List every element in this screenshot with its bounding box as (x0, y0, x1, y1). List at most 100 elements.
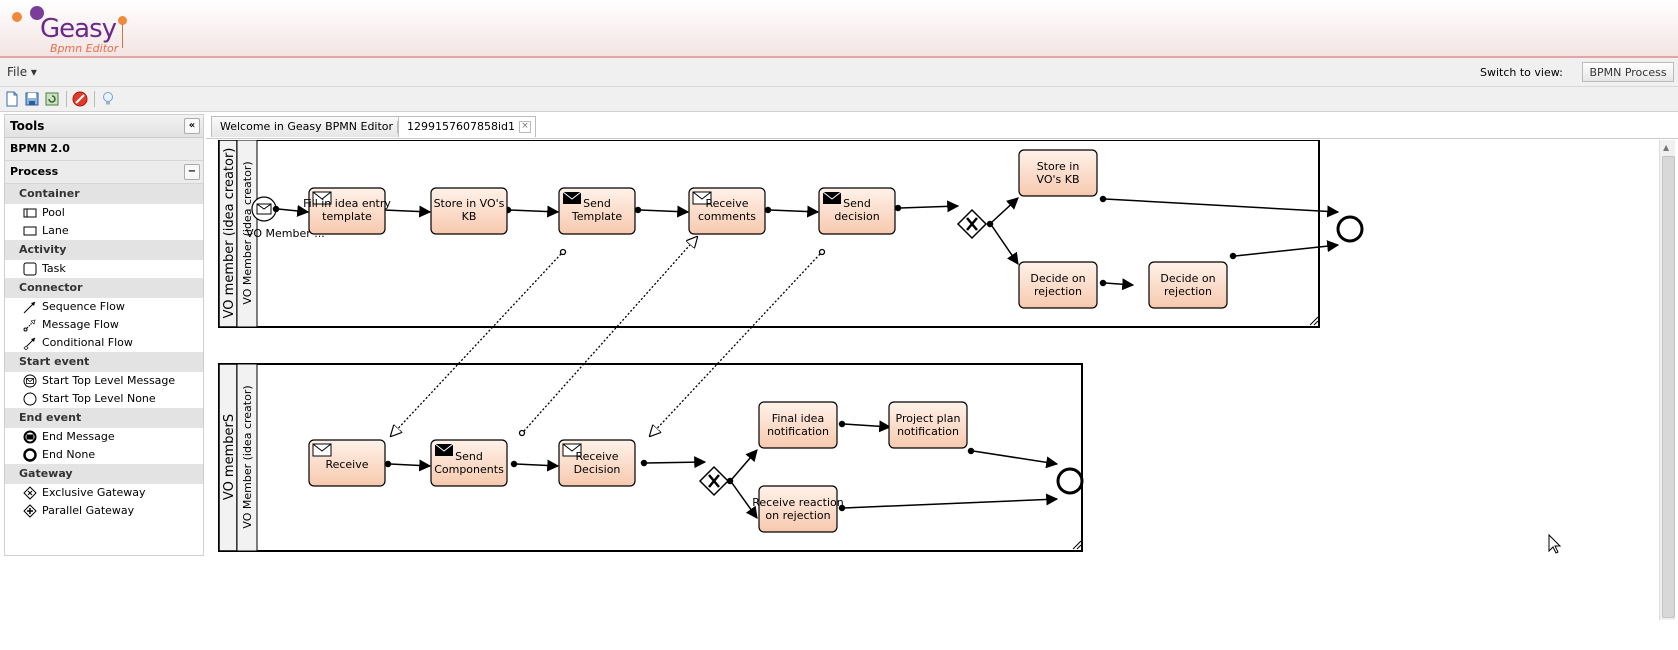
task[interactable]: Send decision (818, 187, 896, 235)
new-file-icon[interactable] (4, 91, 20, 107)
end-none-event[interactable] (1056, 467, 1084, 495)
tool-label: Pool (42, 206, 65, 219)
task[interactable]: Store in VO's KB (1018, 149, 1098, 197)
tool-exclusive-gateway[interactable]: Exclusive Gateway (5, 484, 203, 502)
task[interactable]: Receive reaction on rejection (752, 485, 844, 533)
task[interactable]: Receive (308, 439, 386, 487)
idea-icon[interactable] (100, 91, 116, 107)
file-menu[interactable]: File ▾ (7, 65, 37, 79)
task-label: template (322, 210, 372, 223)
logo-ball-icon (12, 12, 22, 22)
task-label: Final idea (772, 412, 824, 425)
exclusive-gateway-icon (23, 486, 37, 500)
tool-end-message[interactable]: End Message (5, 428, 203, 446)
task-label: notification (897, 425, 959, 438)
switch-view-button[interactable]: BPMN Process (1582, 62, 1674, 82)
task-label: Decision (574, 463, 621, 476)
tool-label: Task (42, 262, 66, 275)
pool-label: VO member (idea creator) (222, 148, 237, 319)
mouse-cursor-icon (1548, 533, 1562, 554)
task-label: Fill in idea entry (303, 197, 391, 210)
diagram-canvas[interactable]: VO member (idea creator) VO Member (idea… (208, 140, 1658, 650)
logo-stem (122, 24, 123, 48)
task[interactable]: Project plan notification (888, 401, 968, 449)
close-tab-icon[interactable]: × (519, 121, 532, 133)
end-message-icon (23, 430, 37, 444)
task[interactable]: Fill in idea entry template (303, 187, 391, 235)
tools-title: Tools (10, 119, 45, 133)
start-message-event[interactable]: VO Member ... (246, 196, 325, 240)
scroll-up-icon[interactable]: ▲ (1663, 143, 1670, 152)
tool-sequence-flow[interactable]: Sequence Flow (5, 298, 203, 316)
task[interactable]: Send Components (430, 439, 508, 487)
category-container: Container (5, 184, 203, 204)
task-label: Store in VO's (434, 197, 505, 210)
task-label: Receive reaction (752, 496, 843, 509)
tool-message-flow[interactable]: Message Flow (5, 316, 203, 334)
save-icon[interactable] (24, 91, 40, 107)
vertical-scrollbar[interactable]: ▲ (1659, 140, 1675, 620)
task-label: KB (462, 210, 477, 223)
task[interactable]: Decide on rejection (1148, 261, 1228, 309)
tool-task[interactable]: Task (5, 260, 203, 278)
tool-label: End None (42, 448, 96, 461)
scrollbar-thumb[interactable] (1662, 156, 1675, 618)
tool-label: Conditional Flow (42, 336, 133, 349)
tool-label: Start Top Level None (42, 392, 156, 405)
category-activity: Activity (5, 240, 203, 260)
pool-vo-members[interactable]: VO memberS VO Member (idea creator) (218, 363, 1083, 552)
task[interactable]: Store in VO's KB (430, 187, 508, 235)
logo-flower-icon (118, 16, 127, 25)
tool-pool[interactable]: Pool (5, 204, 203, 222)
lane-label: VO Member (idea creator) (241, 385, 254, 528)
task-label: Send (843, 197, 871, 210)
exclusive-gateway[interactable] (698, 465, 730, 497)
task[interactable]: Receive comments (688, 187, 766, 235)
task-label: Project plan (896, 412, 961, 425)
tool-lane[interactable]: Lane (5, 222, 203, 240)
tool-parallel-gateway[interactable]: Parallel Gateway (5, 502, 203, 520)
category-gateway: Gateway (5, 464, 203, 484)
task-label: Decide on (1160, 272, 1215, 285)
tab-welcome[interactable]: Welcome in Geasy BPMN Editor × (211, 116, 415, 137)
task[interactable]: Decide on rejection (1018, 261, 1098, 309)
tab-label: Welcome in Geasy BPMN Editor (220, 120, 394, 133)
end-none-event[interactable] (1336, 215, 1364, 243)
editor-tabbar: Welcome in Geasy BPMN Editor × 129915760… (206, 114, 1678, 139)
geasy-logo: Geasy Bpmn Editor (10, 2, 140, 55)
task[interactable]: Final idea notification (758, 401, 838, 449)
task-label: Receive (575, 450, 618, 463)
refresh-icon[interactable] (44, 91, 60, 107)
app-header: Geasy Bpmn Editor (0, 0, 1678, 58)
bpmn-section[interactable]: BPMN 2.0 (5, 138, 203, 161)
task[interactable]: Receive Decision (558, 439, 636, 487)
logo-ball-icon (30, 6, 44, 20)
tool-start-message[interactable]: Start Top Level Message (5, 372, 203, 390)
tool-end-none[interactable]: End None (5, 446, 203, 464)
category-start-event: Start event (5, 352, 203, 372)
menubar: File ▾ Switch to view: BPMN Process (0, 58, 1678, 87)
bpmn-diagram[interactable]: VO member (idea creator) VO Member (idea… (208, 140, 1658, 650)
process-label: Process (10, 165, 59, 178)
task-label: Receive (705, 197, 748, 210)
tool-start-none[interactable]: Start Top Level None (5, 390, 203, 408)
start-message-icon (23, 374, 37, 388)
lane-label: VO Member (idea creator) (241, 161, 254, 304)
process-section[interactable]: Process − (5, 161, 203, 184)
message-flow-icon (23, 319, 36, 332)
task-label: Receive (325, 458, 368, 471)
tab-diagram[interactable]: 1299157607858id1 × (398, 116, 537, 137)
task-label: Store in (1037, 160, 1080, 173)
toolbar-separator (94, 91, 95, 107)
tools-panel: Tools « BPMN 2.0 Process − Container Poo… (4, 114, 204, 556)
tool-conditional-flow[interactable]: Conditional Flow (5, 334, 203, 352)
stop-icon[interactable] (72, 91, 88, 107)
lane-icon (23, 226, 37, 236)
collapse-panel-button[interactable]: « (184, 118, 200, 134)
sequence-flows-pool1 (272, 195, 1340, 291)
process-toggle-button[interactable]: − (184, 164, 200, 180)
exclusive-gateway[interactable] (956, 208, 988, 240)
tab-label: 1299157607858id1 (407, 120, 516, 133)
pool-vo-member[interactable]: VO member (idea creator) VO Member (idea… (218, 140, 1320, 328)
task[interactable]: Send Template (558, 187, 636, 235)
